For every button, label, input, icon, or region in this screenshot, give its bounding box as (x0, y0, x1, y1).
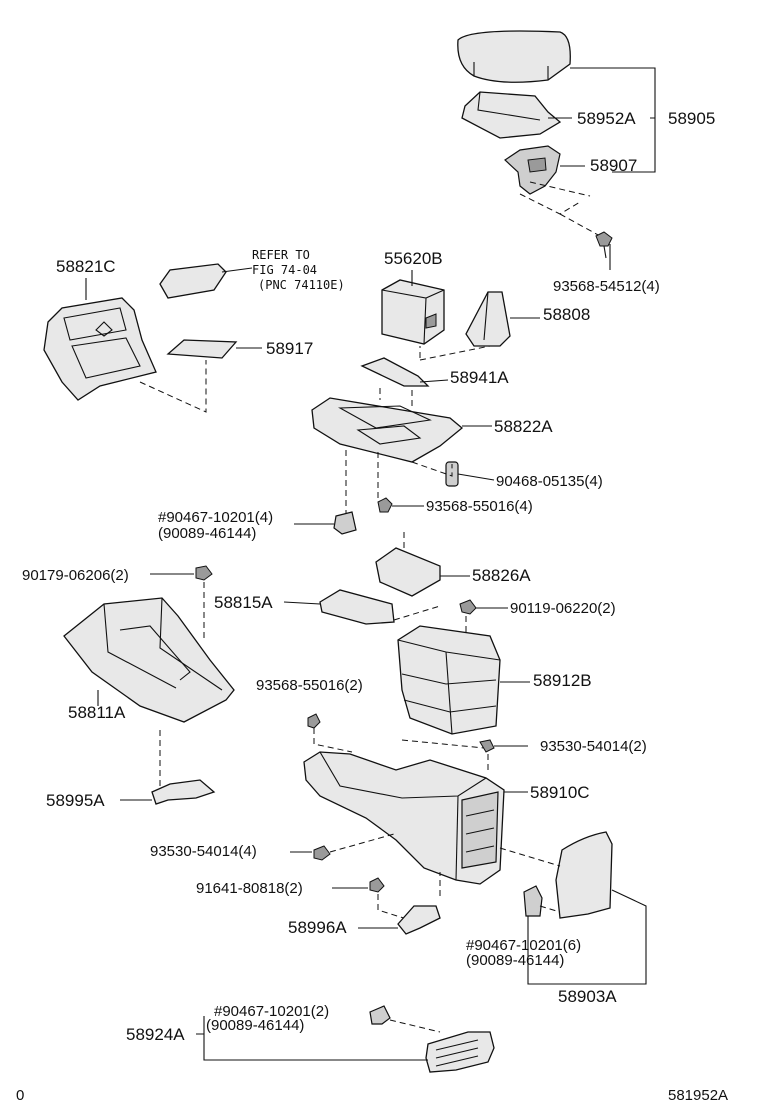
label-58912B: 58912B (533, 671, 592, 690)
screw-93568-55016 (377, 497, 393, 513)
screw-icon (595, 231, 613, 259)
label-58808: 58808 (543, 305, 590, 324)
box-55620B (381, 279, 445, 345)
mat-58815A (319, 589, 395, 625)
label-90119-06220: 90119-06220(2) (510, 600, 616, 617)
armrest-pad (461, 91, 562, 139)
bolt-90179 (195, 565, 213, 581)
label-90089-46144-c: (90089-46144) (206, 1017, 304, 1034)
rear-cover-58924A (425, 1031, 495, 1073)
diagram-id: 581952A (668, 1087, 728, 1104)
label-58811A: 58811A (68, 703, 126, 722)
ref-panel-piece (159, 263, 227, 299)
label-91641-80818: 91641-80818(2) (196, 880, 303, 897)
mat-58917 (166, 339, 238, 359)
label-58821C: 58821C (56, 257, 116, 276)
label-93568-55016-4: 93568-55016(4) (426, 498, 533, 515)
label-93568-55016-2: 93568-55016(2) (256, 677, 363, 694)
label-90089-46144-a: (90089-46144) (158, 525, 256, 542)
console-panel-58811A (63, 597, 235, 723)
clip-90467-b (523, 885, 543, 917)
label-93530-54014-2: 93530-54014(2) (540, 738, 647, 755)
label-58995A: 58995A (46, 791, 105, 810)
label-55620B: 55620B (384, 249, 443, 268)
label-58952A: 58952A (577, 109, 636, 128)
storage-box-58912B (397, 625, 501, 735)
part-58826A (375, 547, 441, 597)
label-90467-10201-2: #90467-10201(2) (214, 1003, 329, 1020)
label-58996A: 58996A (288, 918, 347, 937)
label-90468-05135: 90468-05135(4) (496, 473, 603, 490)
label-58815A: 58815A (214, 593, 273, 612)
screw-93530-54014-2 (479, 739, 495, 753)
bolt-91641 (369, 877, 385, 893)
bracket-58996A (397, 905, 441, 935)
label-58826A: 58826A (472, 566, 531, 585)
label-58903A: 58903A (558, 987, 617, 1006)
label-58924A: 58924A (126, 1025, 185, 1044)
shift-boot (465, 291, 511, 347)
refer-line-2: FIG 74-04 (252, 263, 317, 277)
trim-58941A (360, 357, 430, 387)
armrest-hinge (504, 145, 561, 195)
label-93568-54512: 93568-54512(4) (553, 278, 660, 295)
label-58941A: 58941A (450, 368, 509, 387)
label-58917: 58917 (266, 339, 313, 358)
refer-line-3: (PNC 74110E) (258, 278, 345, 292)
armrest-lid (457, 30, 571, 83)
shift-panel (43, 297, 157, 401)
label-58905: 58905 (668, 109, 715, 128)
label-90179-06206: 90179-06206(2) (22, 567, 129, 584)
clip-90467-c (369, 1005, 391, 1025)
label-90467-10201-6: #90467-10201(6) (466, 937, 581, 954)
label-93530-54014-4: 93530-54014(4) (150, 843, 257, 860)
end-cap-58903A (555, 831, 613, 919)
bolt-90119 (459, 599, 477, 615)
label-58910C: 58910C (530, 783, 590, 802)
upper-panel-58822A (311, 397, 464, 463)
bracket-58995A (151, 779, 216, 805)
screw-left (307, 713, 321, 729)
label-58822A: 58822A (494, 417, 553, 436)
label-90467-10201-4: #90467-10201(4) (158, 509, 273, 526)
label-58907: 58907 (590, 156, 637, 175)
console-box-58910C (303, 751, 505, 885)
refer-line-1: REFER TO (252, 248, 310, 262)
clip-90467-a (333, 511, 357, 535)
footer-left: 0 (16, 1087, 24, 1104)
bracket-58905 (570, 67, 656, 173)
label-90089-46144-b: (90089-46144) (466, 952, 564, 969)
screw-93530-54014-4 (313, 845, 331, 861)
